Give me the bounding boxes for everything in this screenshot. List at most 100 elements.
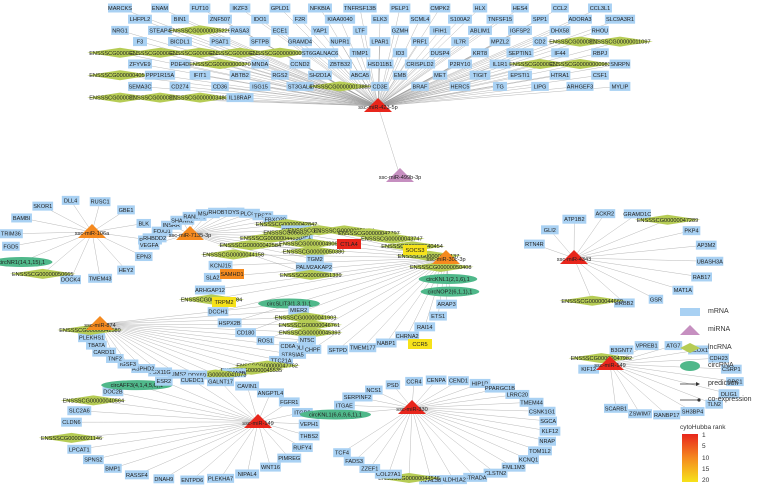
mrna-node[interactable]: SEMA3C <box>128 81 152 91</box>
lncrna-node[interactable]: ENSSSCG00000040548 <box>87 92 153 103</box>
mrna-node[interactable]: ZFYVE9 <box>128 59 152 69</box>
lncrna-node[interactable]: ENSSSCG00000000638 <box>247 47 313 58</box>
lncrna-node[interactable]: ENSSSCG00000011097 <box>587 36 653 47</box>
mrna-node[interactable]: SH3BP4 <box>680 407 705 417</box>
mrna-node[interactable]: FADS3 <box>343 456 365 466</box>
mrna-node[interactable]: KCNQ1 <box>518 455 539 465</box>
mrna-node[interactable]: STRADA <box>463 472 488 482</box>
mirna-node[interactable]: ssc-miR-7135-3p <box>169 226 212 240</box>
mrna-node[interactable]: DLL4 <box>61 195 80 205</box>
mrna-node[interactable]: IGFSP2 <box>508 25 532 35</box>
mrna-node[interactable]: STEAP4 <box>148 25 172 35</box>
mirna-node[interactable]: ssc-miR-499b-3p <box>379 168 422 182</box>
mrna-node[interactable]: HIP1R <box>469 378 491 388</box>
mrna-node[interactable]: SNRPN <box>609 59 631 69</box>
mrna-node[interactable]: NRG1 <box>111 25 129 35</box>
mrna-node[interactable]: B3GNT7 <box>609 345 634 355</box>
lncrna-node[interactable]: ENSSSCG00000041903 <box>272 312 339 323</box>
mrna-node[interactable]: BICDL1 <box>168 37 192 47</box>
mrna-node[interactable]: PKP4 <box>682 226 701 236</box>
mrna-node[interactable]: PLCG1 <box>239 208 260 218</box>
mrna-node[interactable]: CEND1 <box>448 376 469 386</box>
mrna-node[interactable]: SFTPB <box>249 37 271 47</box>
mrna-node[interactable]: CD6A <box>279 341 297 351</box>
mrna-node[interactable]: PLEKHA7 <box>207 473 235 483</box>
mrna-node[interactable]: GPC1 <box>726 377 744 387</box>
lncrna-node[interactable]: ENSSSCG00000021146 <box>38 432 105 443</box>
mrna-node[interactable]: TPST2 <box>252 211 274 221</box>
mrna-node[interactable]: RASSF4 <box>124 470 149 480</box>
mrna-node[interactable]: IL7R <box>451 37 469 47</box>
lncrna-node[interactable]: ENSSSCG00000034802 <box>167 92 233 103</box>
mrna-node[interactable]: ABCA5 <box>349 70 371 80</box>
mrna-node[interactable]: CLDN6 <box>61 417 82 427</box>
mrna-node[interactable]: ITGAE <box>334 400 355 410</box>
mrna-node[interactable]: ELK3 <box>371 14 389 24</box>
mrna-node[interactable]: EPN3 <box>134 252 153 262</box>
mrna-node[interactable]: DHX58 <box>549 25 571 35</box>
mrna-node[interactable]: ACOX1 <box>688 345 709 355</box>
mrna-node[interactable]: CDH23 <box>708 353 730 363</box>
mrna-node[interactable]: YAP1 <box>311 25 329 35</box>
hub-node[interactable]: TRPM2 <box>212 297 236 307</box>
circrna-node[interactable]: circKNL1(2,1,6),1 <box>418 274 478 285</box>
lncrna-node[interactable]: ENSSSCG00000047289 <box>634 214 701 225</box>
lncrna-node[interactable]: ENSSSCG00000010893 <box>167 47 233 58</box>
mrna-node[interactable]: FBXO39 <box>263 214 288 224</box>
mrna-node[interactable]: ARAP3 <box>436 299 457 309</box>
circrna-node[interactable]: circNOP2(6,1,1),1 <box>420 286 480 297</box>
mrna-node[interactable]: MIER2 <box>288 305 310 315</box>
mrna-node[interactable]: CSNK1G1 <box>528 406 556 416</box>
mrna-node[interactable]: PRF1 <box>411 37 429 47</box>
mrna-node[interactable]: CHRNA2 <box>395 331 420 341</box>
mrna-node[interactable]: KIAA0040 <box>324 14 356 24</box>
mrna-node[interactable]: SFTPD <box>327 345 349 355</box>
mrna-node[interactable]: RAI14 <box>414 322 436 332</box>
mirna-node[interactable]: ssc-miR-149 <box>242 414 274 428</box>
mrna-node[interactable]: BIN1 <box>171 14 189 24</box>
mrna-node[interactable]: CSRP1 <box>720 364 742 374</box>
mrna-node[interactable]: ENTPD6 <box>180 475 205 485</box>
mrna-node[interactable]: RBPJ <box>591 48 609 58</box>
mrna-node[interactable]: RUFY4 <box>292 443 313 453</box>
mrna-node[interactable]: ESR2 <box>155 376 173 386</box>
mrna-node[interactable]: TG <box>493 81 507 91</box>
mrna-node[interactable]: MSAI10 <box>195 209 220 219</box>
lncrna-node[interactable]: ENSSSCG00000013880 <box>307 81 373 92</box>
mrna-node[interactable]: RTN4R <box>524 239 545 249</box>
mrna-node[interactable]: ZSWIM7 <box>628 409 652 419</box>
lncrna-node[interactable]: ENSSSCG00000050380 <box>280 246 347 257</box>
mrna-node[interactable]: ABLIM1 <box>468 25 492 35</box>
mrna-node[interactable]: DCCH1 <box>207 307 229 317</box>
hub-node[interactable]: CCR5 <box>408 339 432 349</box>
hub-node[interactable]: SAMHD1 <box>220 269 244 279</box>
mrna-node[interactable]: PPARGC1B <box>484 383 515 393</box>
mrna-node[interactable]: MYLIP <box>609 81 631 91</box>
mrna-node[interactable]: PALM2AKAP2 <box>295 262 333 272</box>
lncrna-node[interactable]: ENSSSCG00000000983 <box>547 59 613 69</box>
mrna-node[interactable]: RHBDD2 <box>142 233 167 243</box>
mrna-node[interactable]: EMB <box>392 70 408 80</box>
mrna-node[interactable]: TNFSF15 <box>486 14 514 24</box>
lncrna-node[interactable]: ENSSSCG00000000370 <box>187 59 253 69</box>
mrna-node[interactable]: SPP1 <box>531 14 549 24</box>
mrna-node[interactable]: TLN2 <box>705 399 724 409</box>
mrna-node[interactable]: CCL2 <box>551 3 569 13</box>
mrna-node[interactable]: GZMH <box>391 25 409 35</box>
mrna-node[interactable]: DLIG1 <box>718 389 740 399</box>
mrna-node[interactable]: PSAT1 <box>209 37 231 47</box>
mrna-node[interactable]: THBS2 <box>298 431 320 441</box>
mrna-node[interactable]: BRAF <box>411 81 429 91</box>
mrna-node[interactable]: FGFR1 <box>278 397 300 407</box>
circrna-node[interactable]: circNR1(14,1,15),1 <box>0 257 53 268</box>
lncrna-node[interactable]: ENSSSCG00000039656 <box>127 47 193 58</box>
lncrna-node[interactable]: ENSSSCG00000044669 <box>559 295 626 306</box>
mrna-node[interactable]: BAMBI <box>11 213 32 223</box>
lncrna-node[interactable]: ENSSSCG00000050665 <box>9 268 76 279</box>
mrna-node[interactable]: TBATA <box>86 340 107 350</box>
mrna-node[interactable]: ATG7 <box>664 341 683 351</box>
mrna-node[interactable]: MPZL2 <box>489 37 511 47</box>
mrna-node[interactable]: MNDA <box>251 59 269 69</box>
lncrna-node[interactable]: ENSSSCG00000044158 <box>200 249 267 260</box>
mrna-node[interactable]: NABP1 <box>375 338 397 348</box>
